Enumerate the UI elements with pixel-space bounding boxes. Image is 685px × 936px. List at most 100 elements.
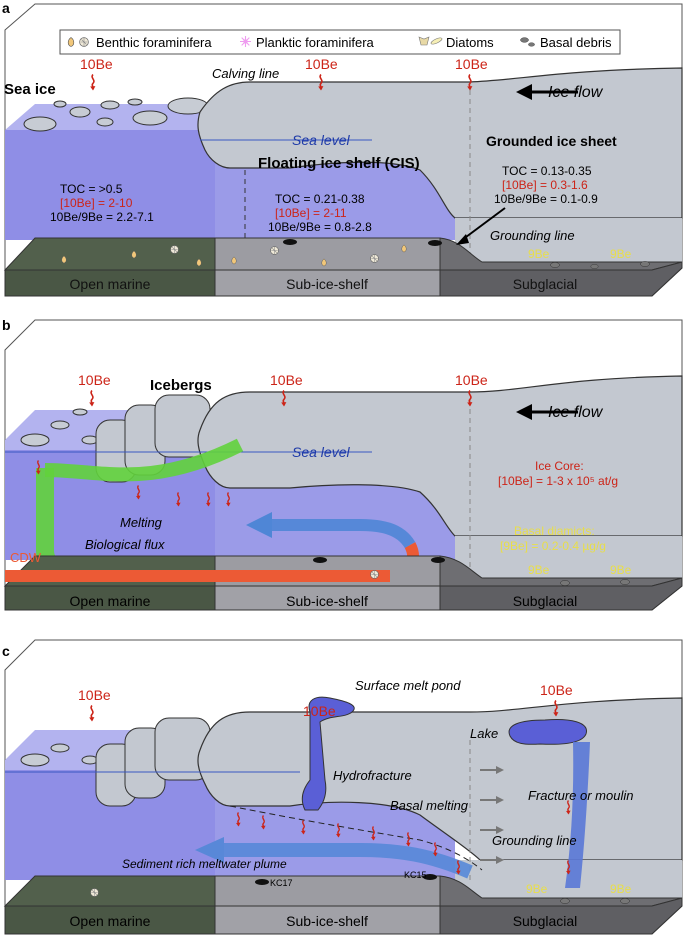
meltwater-plume-label: Sediment rich meltwater plume	[122, 857, 287, 871]
shelf-toc: TOC = 0.21-0.38	[275, 192, 365, 206]
ice-flow-arrow	[516, 84, 532, 100]
kc15-label: KC15	[404, 870, 427, 880]
pointer-arrow	[461, 207, 506, 241]
sea-ice-floes	[20, 408, 99, 447]
ice-core-title: Ice Core:	[535, 459, 584, 473]
surface-melt-pond-label: Surface melt pond	[355, 678, 461, 693]
seafloor-sub-top	[214, 875, 441, 907]
zone-label-open-marine: Open marine	[70, 913, 151, 929]
ice-flow-label: Ice flow	[548, 84, 604, 101]
be9-label: 9Be	[610, 882, 632, 896]
be10-label: 10Be	[455, 56, 488, 72]
zone-label-sub-ice-shelf: Sub-ice-shelf	[286, 913, 368, 929]
zone-label-open-marine: Open marine	[70, 593, 151, 609]
fracture-moulin-label: Fracture or moulin	[528, 788, 633, 803]
floating-shelf-label: Floating ice shelf (CIS)	[258, 155, 420, 172]
seafloor-glacial-front	[439, 897, 683, 935]
panel-letter-c: c	[2, 643, 10, 659]
seafloor-open-front	[4, 905, 216, 935]
icebergs	[95, 717, 211, 807]
seafloor-glacial-top	[439, 555, 683, 587]
sea-ice-floes	[20, 743, 99, 767]
panel-b: b Open marin	[2, 317, 683, 611]
core-site-kc15	[423, 874, 437, 880]
seafloor-sub-front	[214, 269, 441, 297]
ice-shelf	[197, 375, 683, 537]
grounded-ratio: 10Be/9Be = 0.1-0.9	[494, 192, 598, 206]
ice-core-value: [10Be] = 1-3 x 10⁵ at/g	[498, 474, 618, 488]
zone-label-subglacial: Subglacial	[513, 593, 578, 609]
seafloor-glacial-top	[439, 237, 683, 271]
cdw-label: CDW	[10, 550, 42, 565]
panel-a: a Open marine Sub-ice-shel	[2, 0, 683, 297]
seafloor-glacial-front	[439, 577, 683, 611]
benthic-wheel-icon	[79, 37, 89, 47]
grounded-stats: TOC = 0.13-0.35 [10Be] = 0.3-1.6 10Be/9B…	[494, 164, 598, 206]
melting-label: Melting	[120, 515, 163, 530]
debris-icon-2	[528, 42, 535, 47]
hydrofracture-label: Hydrofracture	[333, 768, 412, 783]
shelf-ratio: 10Be/9Be = 0.8-2.8	[268, 220, 372, 234]
be9-label: 9Be	[610, 563, 632, 577]
sea-floor-fossils	[313, 557, 630, 586]
calving-line-label: Calving line	[212, 66, 279, 81]
zone-label-sub-ice-shelf: Sub-ice-shelf	[286, 276, 368, 292]
legend-debris: Basal debris	[540, 35, 612, 50]
lake	[508, 719, 587, 745]
be9-label: 9Be	[526, 882, 548, 896]
grounded-ice-face	[455, 218, 682, 268]
be10-label: 10Be	[80, 56, 113, 72]
open-be: [10Be] = 2-10	[60, 196, 133, 210]
kc17-label: KC17	[270, 878, 293, 888]
sea-level-label: Sea level	[292, 132, 350, 148]
return-flow-arrowhead	[246, 512, 272, 538]
be10-flux-icon	[88, 705, 96, 722]
sea-floor-fossils	[61, 239, 650, 269]
open-ratio: 10Be/9Be = 2.2-7.1	[50, 210, 154, 224]
be10-flux-icon	[88, 390, 96, 407]
icebergs	[95, 394, 211, 483]
be10-label: 10Be	[270, 372, 303, 388]
core-site-kc17	[255, 879, 269, 885]
legend-diatoms: Diatoms	[446, 35, 494, 50]
ice-shelf	[197, 67, 683, 219]
seafloor-sub-top	[214, 237, 441, 271]
meltwater-plume	[220, 843, 473, 879]
legend-planktic: Planktic foraminifera	[256, 35, 375, 50]
seafloor-glacial-top	[439, 875, 683, 907]
biological-flux-label: Biological flux	[85, 537, 165, 552]
basal-melting-line	[229, 805, 483, 871]
basal-diamicts-value: [9Be] = 0.2-0.4 µg/g	[500, 539, 606, 553]
zone-label-subglacial: Subglacial	[513, 913, 578, 929]
be10-flux-icon	[89, 74, 97, 91]
open-marine-stats: TOC = >0.5 [10Be] = 2-10 10Be/9Be = 2.2-…	[50, 182, 154, 224]
seafloor-glacial-front	[439, 261, 683, 297]
basal-diamicts-title: Basal diamicts:	[514, 524, 595, 538]
grounding-line-label: Grounding line	[490, 228, 575, 243]
zone-label-subglacial: Subglacial	[513, 276, 578, 292]
ice-flow-arrow	[516, 404, 532, 420]
open-toc: TOC = >0.5	[60, 182, 123, 196]
return-flow	[270, 519, 416, 549]
seafloor-open-front	[4, 585, 216, 611]
zone-label-sub-ice-shelf: Sub-ice-shelf	[286, 593, 368, 609]
seafloor-sub-front	[214, 585, 441, 611]
be9-label: 9Be	[528, 247, 550, 261]
icebergs-label: Icebergs	[150, 377, 212, 394]
be10-label: 10Be	[540, 682, 573, 698]
shelf-be: [10Be] = 2-11	[275, 206, 347, 220]
ice-flow-label: Ice flow	[548, 404, 604, 421]
be9-label: 9Be	[528, 563, 550, 577]
sea-ice-floes	[23, 97, 209, 132]
panel-letter-a: a	[2, 0, 10, 16]
seafloor-open-top	[3, 237, 216, 271]
panel-letter-b: b	[2, 317, 11, 333]
panel-c: c Open ma	[2, 639, 683, 935]
moulin	[565, 742, 590, 888]
grounded-toc: TOC = 0.13-0.35	[502, 164, 592, 178]
grounded-ice-face	[455, 536, 682, 586]
pointer-arrowhead	[456, 234, 469, 245]
grounding-line-label: Grounding line	[492, 833, 577, 848]
legend-benthic: Benthic foraminifera	[96, 35, 212, 50]
